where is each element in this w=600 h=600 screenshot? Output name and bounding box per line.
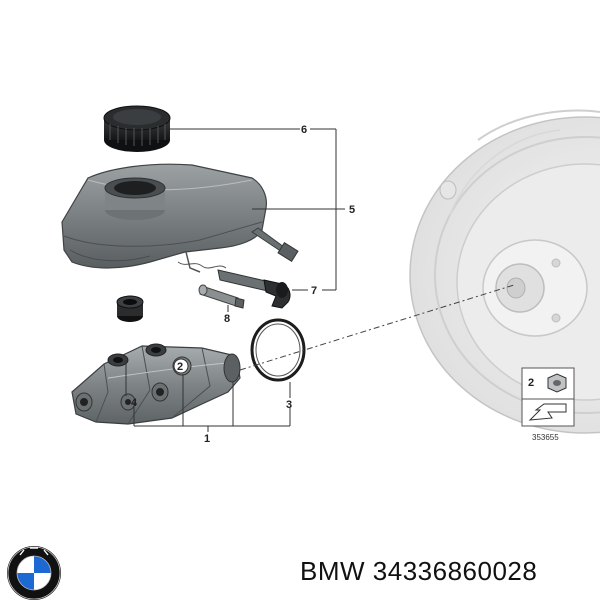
callout-8: 8 xyxy=(224,313,230,325)
grommet xyxy=(116,295,144,322)
part-caption: BMW 34336860028 xyxy=(300,556,537,587)
nut-legend-box: 2 353655 xyxy=(521,367,575,442)
callout-6: 6 xyxy=(301,124,307,136)
callout-labels: 6 5 7 8 1 3 4 2 xyxy=(131,124,355,445)
o-ring-seal xyxy=(250,318,306,382)
brake-booster xyxy=(409,109,600,434)
retaining-pin xyxy=(198,284,245,309)
callout-4: 4 xyxy=(131,397,138,409)
reservoir-cap xyxy=(103,105,171,152)
brand-name: BMW xyxy=(300,556,366,586)
diagram-ref-number: 353655 xyxy=(532,433,559,442)
master-cylinder xyxy=(71,343,241,425)
hex-nut-icon xyxy=(547,373,567,393)
bmw-logo xyxy=(7,546,61,600)
legend-number: 2 xyxy=(528,377,534,389)
leader-lines xyxy=(125,128,515,432)
callout-5: 5 xyxy=(349,204,355,216)
callout-7: 7 xyxy=(311,285,317,297)
callout-2: 2 xyxy=(177,361,183,373)
part-number: 34336860028 xyxy=(372,556,538,586)
direction-arrow-icon xyxy=(528,403,567,421)
callout-1: 1 xyxy=(204,433,210,445)
callout-3: 3 xyxy=(286,399,292,411)
fluid-reservoir xyxy=(61,163,299,273)
level-sensor xyxy=(217,269,291,309)
